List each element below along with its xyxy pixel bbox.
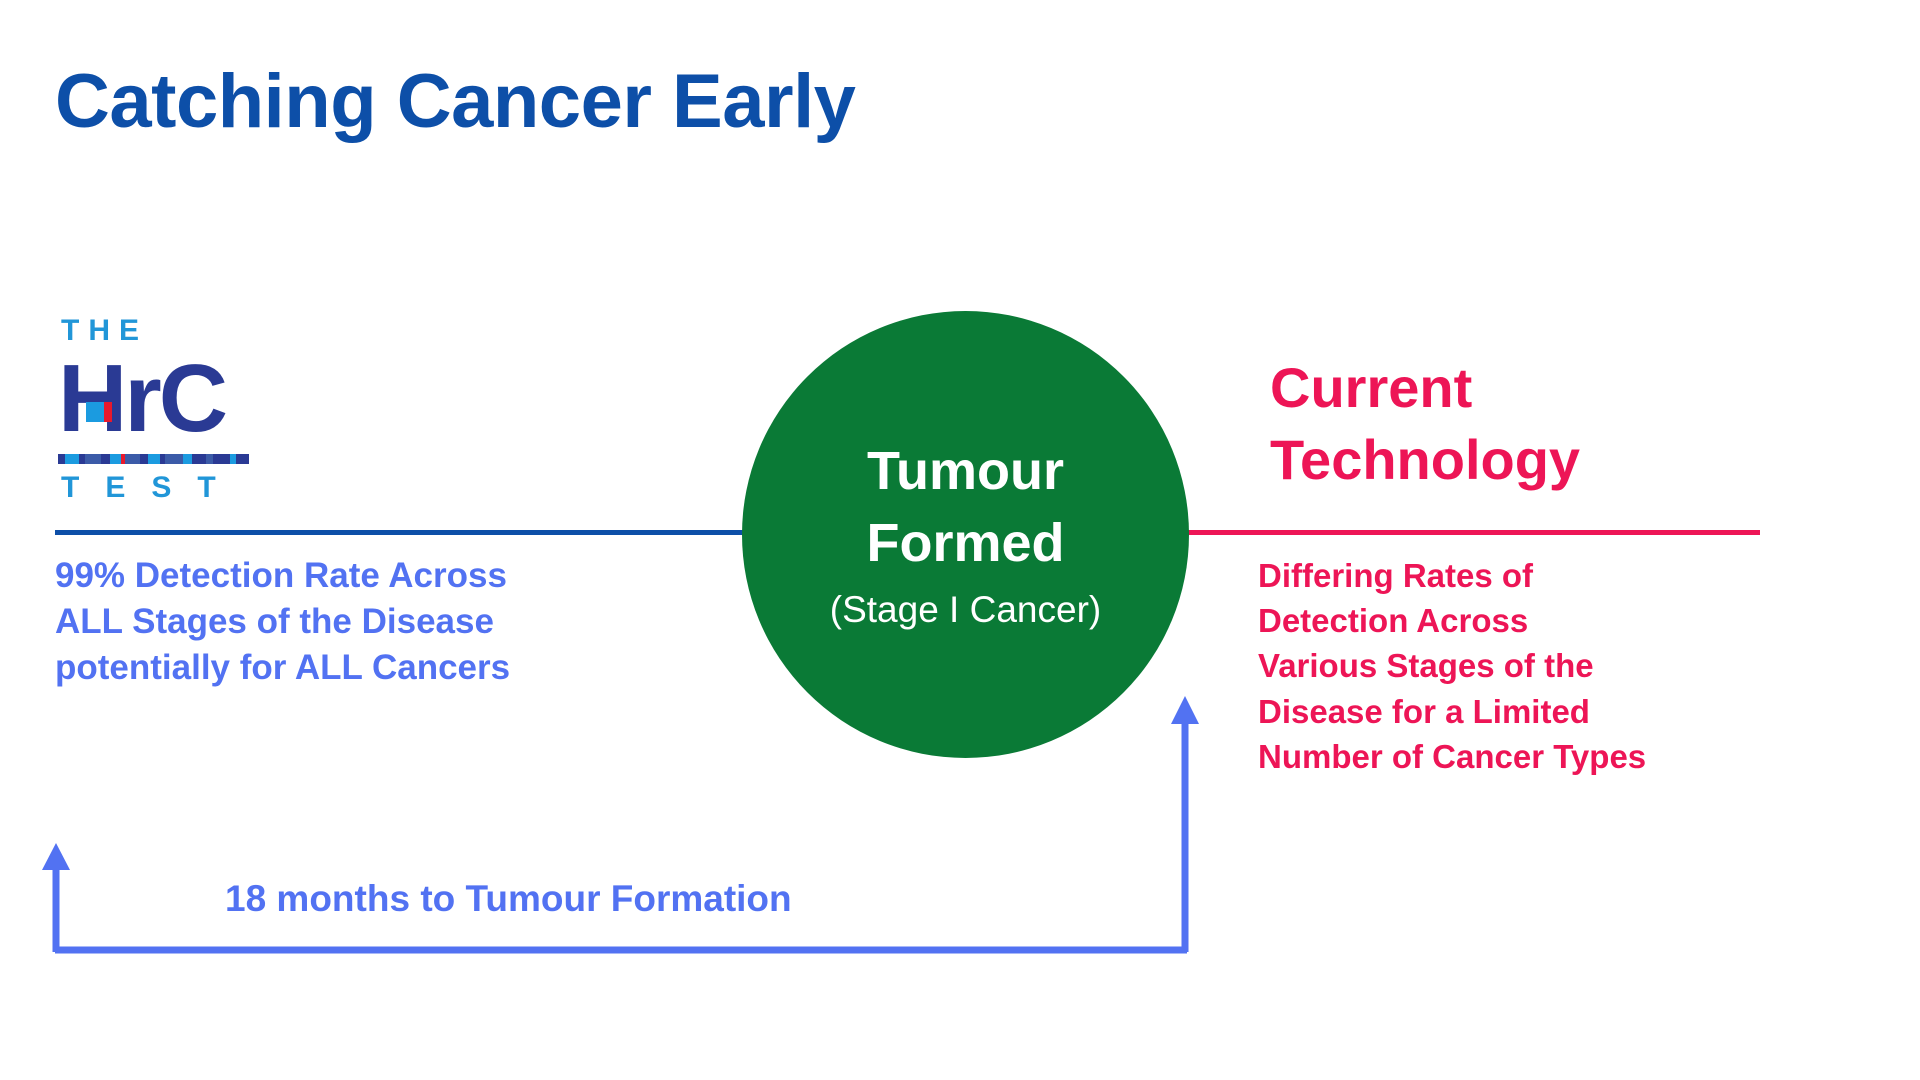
arrow-up-icon	[1171, 696, 1199, 724]
logo-barcode-bar	[205, 454, 214, 464]
logo-barcode-bar	[213, 454, 230, 464]
the-hrc-test-logo: THE HrC TEST	[58, 316, 253, 516]
logo-wordmark-hrc-text: HrC	[58, 345, 228, 452]
logo-barcode-bar	[120, 454, 126, 464]
tumour-circle-label: Tumour Formed	[866, 441, 1065, 574]
right-panel-heading: Current Technology	[1270, 356, 1581, 491]
logo-barcode-bar	[229, 454, 236, 464]
right-panel-divider	[1185, 530, 1760, 535]
right-panel-body-line: Differing Rates of	[1258, 557, 1534, 594]
logo-barcode-bar	[110, 454, 121, 464]
arrow-up-icon	[42, 843, 70, 870]
tumour-formed-circle: Tumour Formed (Stage I Cancer)	[742, 311, 1189, 758]
logo-barcode-bar	[140, 454, 148, 464]
logo-word-test: TEST	[61, 471, 242, 504]
logo-barcode-bar	[58, 454, 66, 464]
page-title: Catching Cancer Early	[55, 59, 856, 144]
logo-barcode-bar	[101, 454, 111, 464]
logo-barcode-bar	[125, 454, 141, 464]
right-panel-body-line: Disease for a Limited	[1258, 692, 1590, 730]
logo-barcode-bar	[159, 454, 166, 464]
left-panel-body-line: 99% Detection Rate Across	[55, 556, 507, 595]
logo-accent-segment-blue	[86, 402, 104, 422]
left-panel-divider	[55, 530, 745, 535]
left-panel-body-line: potentially for ALL Cancers	[55, 648, 511, 688]
logo-barcode-bar	[183, 454, 193, 464]
left-panel-body-line: ALL Stages of the Disease	[55, 602, 494, 642]
logo-wordmark-hrc: HrC	[58, 350, 253, 448]
logo-accent-segment-red	[103, 402, 112, 422]
logo-barcode-bar	[165, 454, 184, 464]
logo-barcode-bar	[235, 454, 250, 464]
timeline-label: 18 months to Tumour Formation	[225, 878, 792, 919]
logo-word-the: THE	[61, 314, 148, 347]
right-panel-body-line: Detection Across	[1258, 602, 1529, 640]
right-panel-body-line: Various Stages of the	[1258, 647, 1594, 685]
right-panel-body-line: Number of Cancer Types	[1258, 737, 1647, 775]
logo-accent-bar	[86, 402, 112, 422]
logo-barcode-bar	[147, 454, 160, 464]
tumour-circle-sublabel: (Stage I Cancer)	[829, 589, 1102, 631]
logo-barcode-bar	[78, 454, 85, 464]
logo-barcode-icon	[58, 454, 250, 464]
logo-barcode-bar	[84, 454, 102, 464]
logo-barcode-bar	[65, 454, 79, 464]
logo-barcode-bar	[192, 454, 206, 464]
